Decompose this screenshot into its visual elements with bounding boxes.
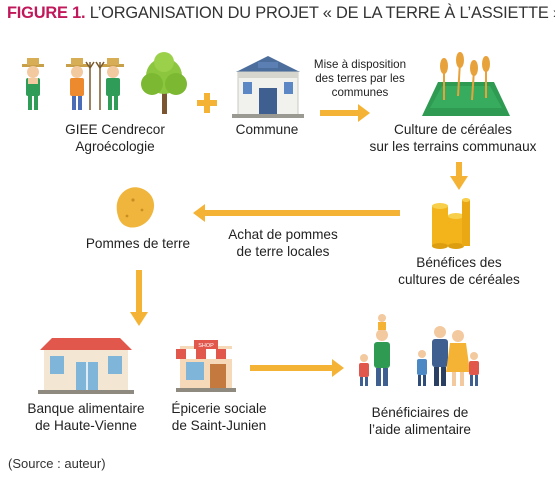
label-beneficiaires: Bénéficiaires de l’aide alimentaire (368, 405, 471, 437)
figure-number: FIGURE 1. (7, 4, 86, 22)
farmer-icon (22, 58, 124, 110)
arrow-pommes-to-banque (130, 270, 148, 326)
town-hall-icon (232, 56, 304, 118)
food-bank-icon (38, 338, 134, 394)
label-culture: Culture de céréales sur les terrains com… (369, 122, 537, 154)
arrow-epicerie-to-beneficiaires (250, 359, 344, 377)
arrow-benefices-to-pommes (193, 204, 400, 222)
plus-icon (197, 93, 217, 113)
label-banque: Banque alimentaire de Haute-Vienne (27, 401, 145, 433)
arrow-culture-to-benefices (450, 162, 468, 190)
figure-title: FIGURE 1. L’ORGANISATION DU PROJET « DE … (7, 4, 555, 23)
flow-arrows (130, 104, 468, 377)
source-note: (Source : auteur) (8, 456, 106, 471)
label-epicerie: Épicerie sociale de Saint-Junien (171, 401, 267, 433)
label-commune: Commune (235, 122, 299, 137)
coins-icon (432, 198, 470, 249)
shop-icon (176, 340, 236, 392)
label-mise-disposition: Mise à disposition des terres par les co… (313, 58, 407, 99)
label-giee: GIEE Cendrecor Agroécologie (65, 122, 165, 154)
potato-icon (116, 187, 155, 228)
arrow-commune-to-culture (320, 104, 370, 122)
wheat-field-icon (422, 52, 510, 116)
label-achat: Achat de pommes de terre locales (228, 227, 338, 259)
label-benefices: Bénéfices des cultures de céréales (398, 255, 520, 287)
family-icon (359, 314, 479, 386)
figure-caption: L’ORGANISATION DU PROJET « DE LA TERRE À… (89, 4, 555, 22)
shop-sign-text: SHOP (198, 343, 214, 349)
label-pommes: Pommes de terre (85, 236, 191, 251)
tree-icon (141, 52, 187, 114)
